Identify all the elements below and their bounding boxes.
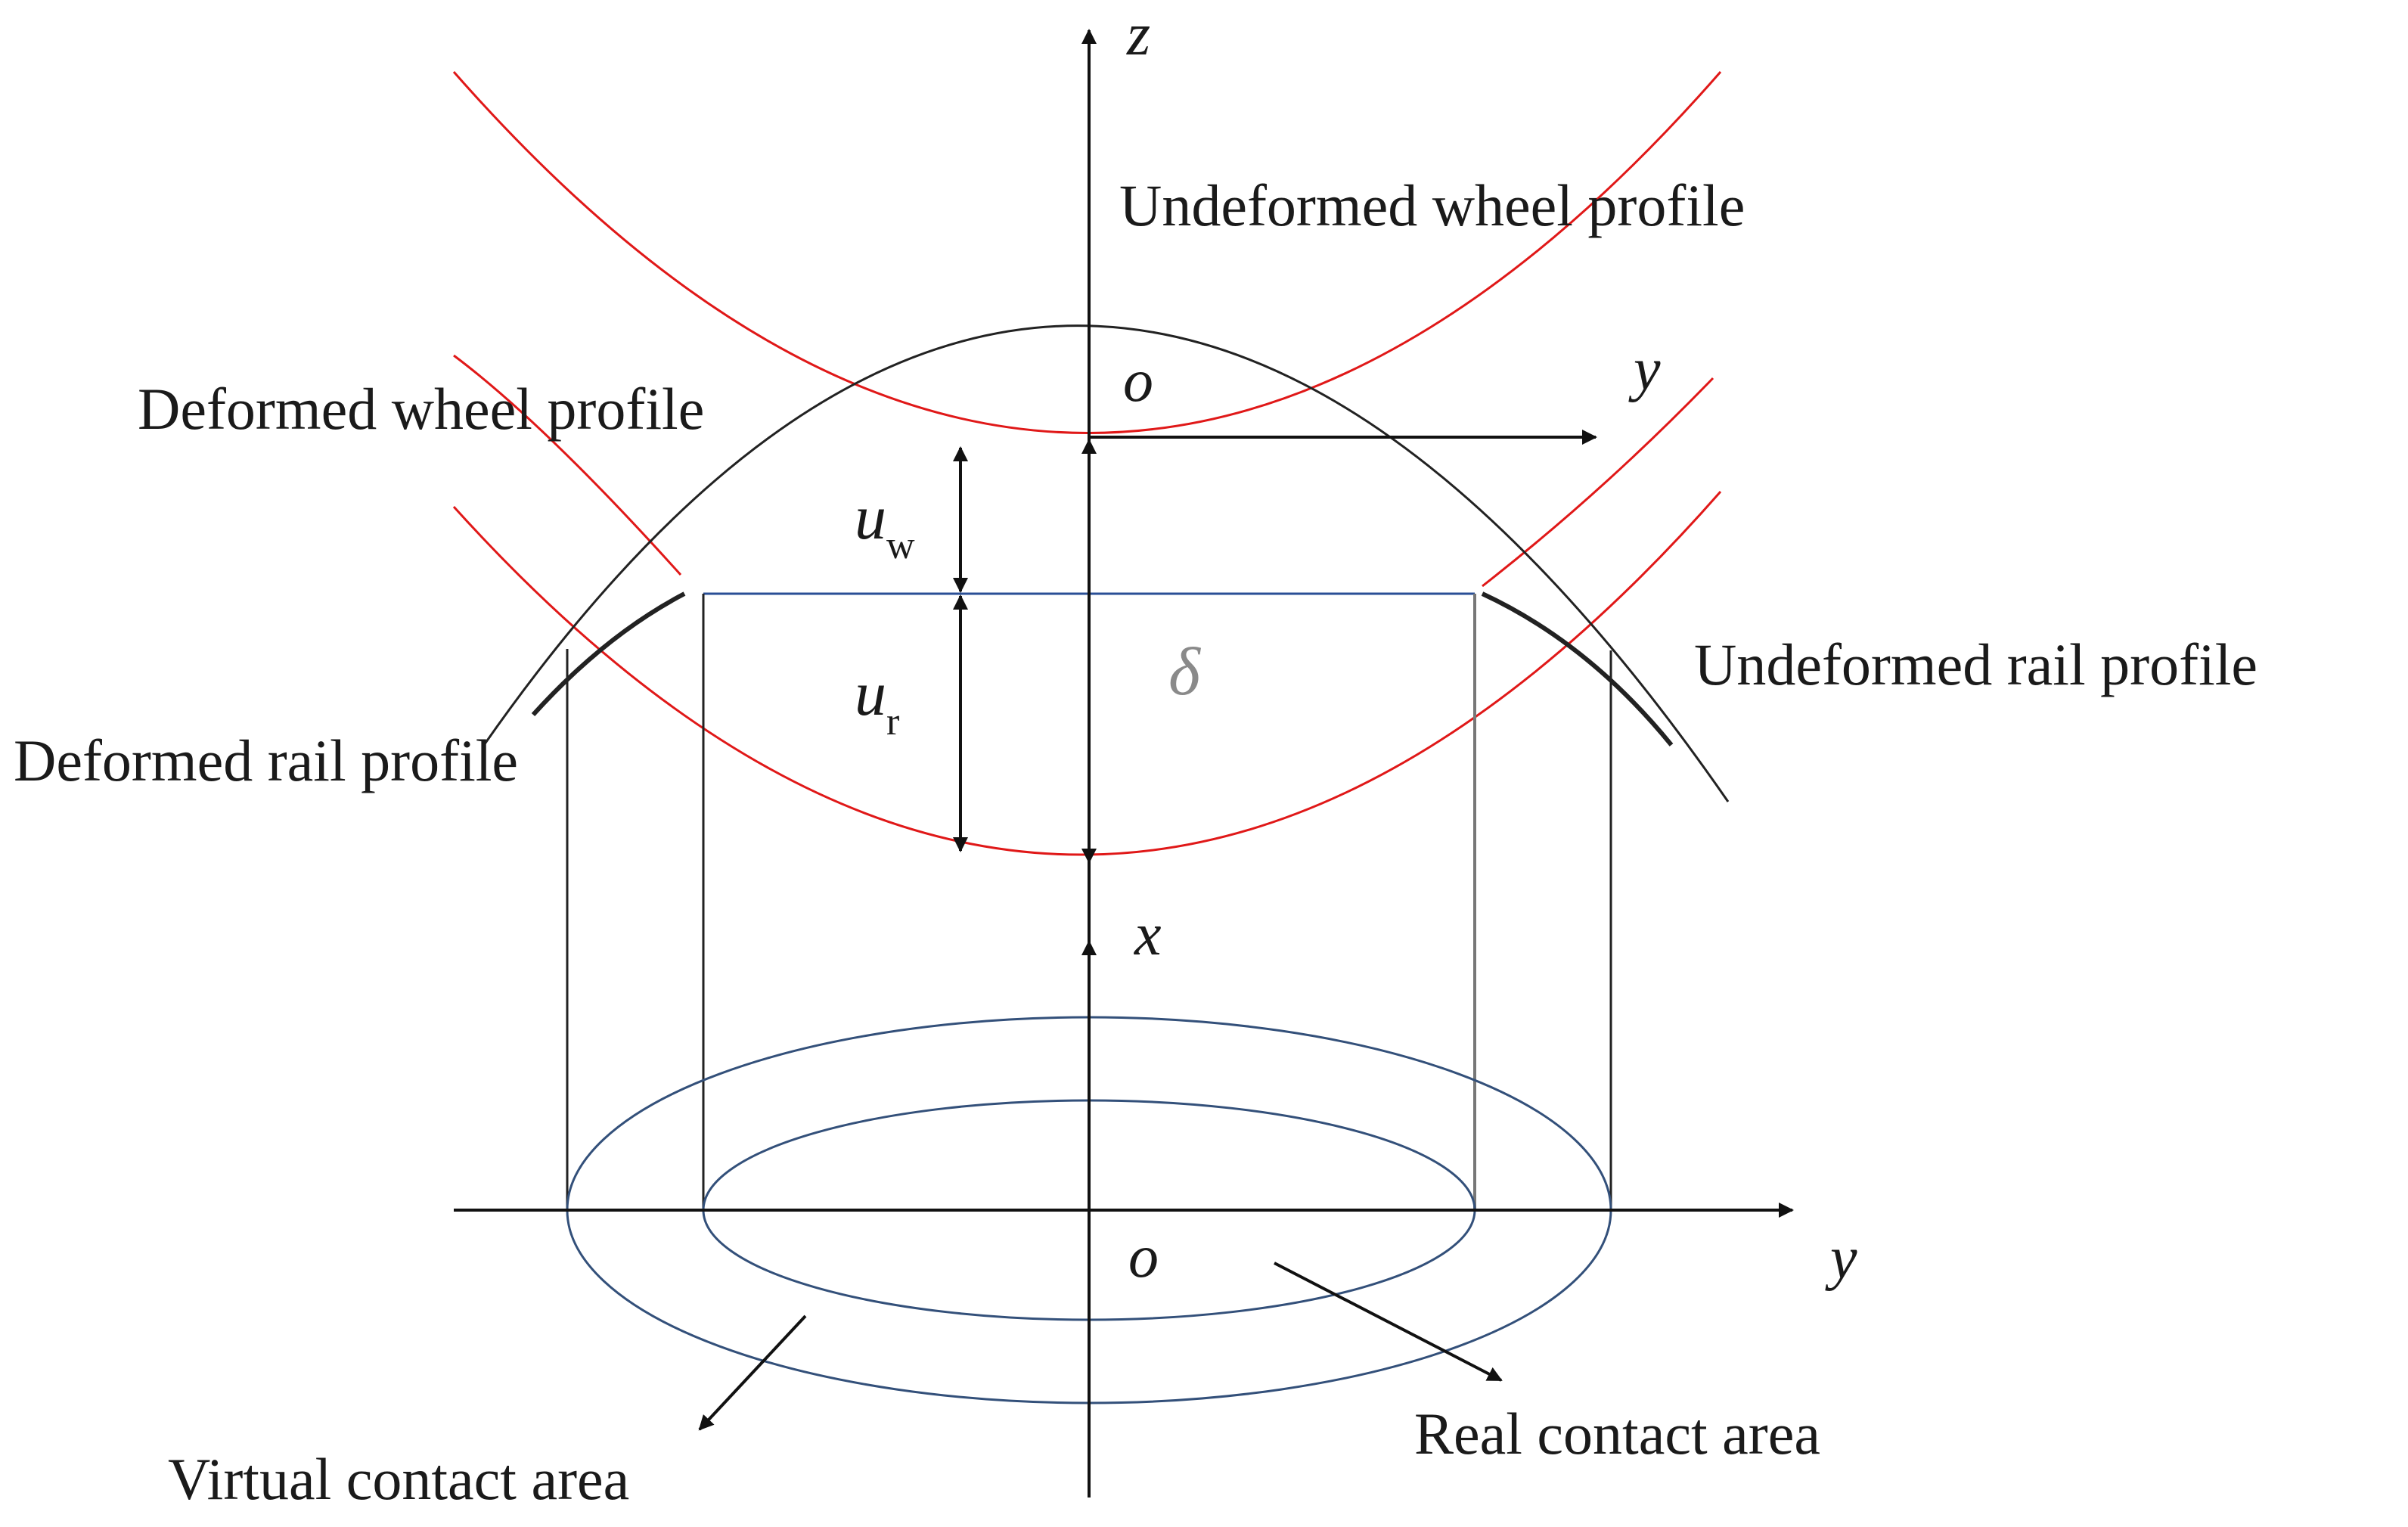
deformed-wheel-profile-curve-right [1482, 377, 1714, 588]
origin-bottom-label: o [1128, 1224, 1159, 1290]
ur-symbol-subscript: r [886, 700, 899, 743]
deformed-rail-segment-right [1481, 591, 1674, 746]
y-axis-top-label: y [1628, 337, 1661, 403]
undeformed-rail-profile-label: Undeformed rail profile [1694, 632, 2258, 697]
deformed-rail-profile-label: Deformed rail profile [14, 728, 518, 793]
virtual-contact-area-label: Virtual contact area [168, 1446, 629, 1512]
ur-symbol: ur [855, 659, 899, 743]
x-axis-label: x [1134, 902, 1162, 968]
z-axis-label: z [1126, 2, 1150, 68]
uw-symbol: uw [855, 483, 915, 567]
deformed-rail-profile-curve [483, 324, 1730, 802]
virtual-area-leader-arrow [698, 1314, 807, 1431]
origin-top-label: o [1123, 348, 1153, 414]
delta-symbol: δ [1168, 635, 1202, 709]
real-contact-area-label: Real contact area [1414, 1401, 1820, 1466]
deformed-wheel-profile-curve [453, 354, 682, 576]
undeformed-wheel-profile-label: Undeformed wheel profile [1119, 172, 1745, 238]
deformed-rail-segment-left [531, 591, 686, 717]
ur-symbol-u: u [855, 659, 886, 729]
deformed-wheel-profile-label: Deformed wheel profile [138, 376, 704, 442]
real-area-leader-arrow [1274, 1262, 1503, 1382]
uw-symbol-u: u [855, 483, 886, 553]
y-axis-bottom-label: y [1825, 1225, 1857, 1292]
uw-symbol-subscript: w [886, 524, 915, 567]
